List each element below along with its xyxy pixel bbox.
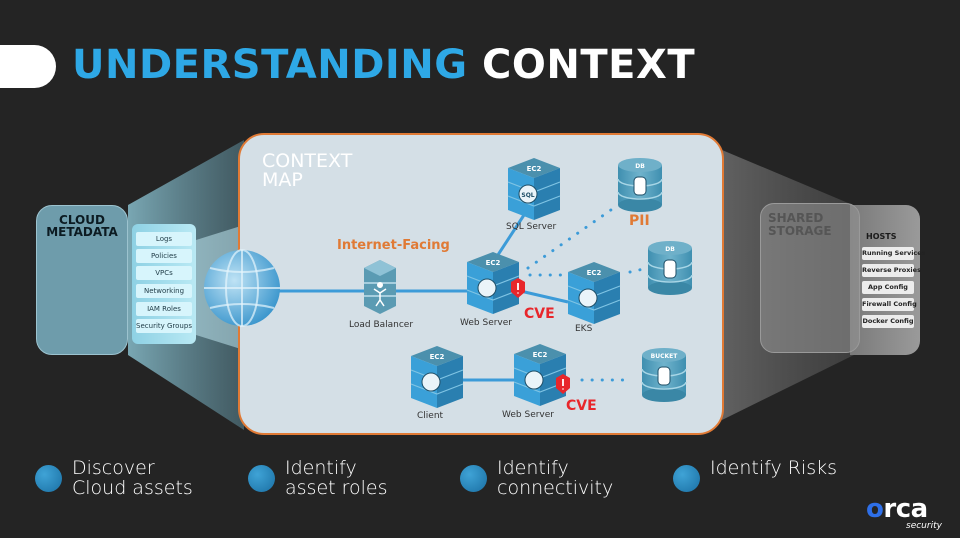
host-item: Docker Config <box>862 315 914 328</box>
page-title: UNDERSTANDING CONTEXT <box>72 42 695 88</box>
host-item: App Config <box>862 281 914 294</box>
server-glyph-icon <box>524 370 544 390</box>
pii-label: PII <box>629 213 650 229</box>
load-balancer-icon <box>364 260 396 314</box>
cloud-metadata-item: Networking <box>136 284 192 298</box>
server-glyph-icon <box>421 372 441 392</box>
db-badge: DB <box>635 163 645 170</box>
web-server-2-label: Web Server <box>502 410 554 420</box>
sql-server-label: SQL Server <box>506 222 557 232</box>
host-item: Running Services <box>862 247 926 260</box>
cloud-metadata-item: Policies <box>136 249 192 263</box>
bullet-line: Identify Risks <box>710 457 838 479</box>
hosts-panel <box>850 205 920 355</box>
shared-storage-title: SHARED STORAGE <box>768 211 832 238</box>
db-stack-glyph-icon <box>663 259 677 279</box>
orca-security-logo: orca security <box>866 494 942 531</box>
db-badge: BUCKET <box>651 353 679 360</box>
logo-accent-letter: o <box>866 494 884 524</box>
title-rest: CONTEXT <box>482 42 696 88</box>
logo-rest-letters: rca <box>883 494 928 524</box>
load-balancer-label: Load Balancer <box>349 320 414 330</box>
bullet-dot-icon <box>673 465 700 492</box>
client-ec2-icon: EC2 <box>410 346 464 408</box>
internet-facing-label: Internet-Facing <box>337 238 450 253</box>
logo-subtitle: security <box>906 521 942 531</box>
eks-ec2-icon: EC2 <box>567 262 621 324</box>
link-eks-db <box>628 266 650 274</box>
internet-globe-icon <box>204 249 280 327</box>
bullet-line: Cloud assets <box>72 477 193 499</box>
host-item: Reverse Proxies <box>862 264 921 277</box>
bullet-line: connectivity <box>497 477 614 499</box>
cloud-metadata-panel <box>36 205 128 355</box>
bullet-line: Discover <box>72 457 155 479</box>
db-stack-glyph-icon <box>657 366 671 386</box>
context-map-title: CONTEXT MAP <box>262 152 352 190</box>
cloud-metadata-item: Security Groups <box>136 319 192 333</box>
server-glyph-icon <box>578 288 598 308</box>
cve-shield-icon <box>556 374 570 394</box>
bullet-line: asset roles <box>285 477 388 499</box>
database-group: DB DB BUCKET <box>617 158 693 402</box>
web-server-label: Web Server <box>460 318 512 328</box>
cloud-metadata-item: Logs <box>136 232 192 246</box>
sql-icon-text: SQL <box>521 192 534 199</box>
cve-label: CVE <box>524 306 555 322</box>
cloud-metadata-item: VPCs <box>136 266 192 280</box>
hosts-title: HOSTS <box>866 232 897 241</box>
database-icon: DB <box>647 241 693 295</box>
cve-2-label: CVE <box>566 398 597 414</box>
title-accent: UNDERSTANDING <box>72 42 468 88</box>
ec2-badge: EC2 <box>587 269 602 277</box>
db-badge: DB <box>665 246 675 253</box>
bullet-line: Identify <box>285 457 357 479</box>
client-label: Client <box>417 411 444 421</box>
link-web-pii <box>526 203 620 270</box>
bullet-dot-icon <box>248 465 275 492</box>
server-glyph-icon <box>518 184 538 204</box>
db-stack-glyph-icon <box>633 176 647 196</box>
cloud-metadata-title: CLOUD METADATA <box>46 213 118 239</box>
context-map-title-line1: CONTEXT <box>262 150 353 172</box>
eks-label: EKS <box>575 324 593 334</box>
bullet-line: Identify <box>497 457 569 479</box>
web-server-2-ec2-icon: EC2 <box>513 344 567 406</box>
bullet-dot-icon <box>460 465 487 492</box>
bucket-storage-icon: BUCKET <box>641 348 687 402</box>
cloud-metadata-item: IAM Roles <box>136 302 192 316</box>
ec2-badge: EC2 <box>527 165 542 173</box>
cve-shield-icon <box>511 278 525 298</box>
shared-storage-panel <box>760 203 860 353</box>
bullet-dot-icon <box>35 465 62 492</box>
ec2-badge: EC2 <box>486 259 501 267</box>
ec2-badge: EC2 <box>430 353 445 361</box>
bullet-risks: Identify Risks <box>673 458 837 492</box>
server-glyph-icon <box>477 278 497 298</box>
host-item: Firewall Config <box>862 298 917 311</box>
ec2-badge: EC2 <box>533 351 548 359</box>
pii-database-icon: DB <box>617 158 663 212</box>
context-map-title-line2: MAP <box>262 169 303 191</box>
web-server-ec2-icon: EC2 <box>466 252 520 314</box>
title-pill-decoration <box>0 45 56 88</box>
logo-text: orca <box>866 494 928 524</box>
